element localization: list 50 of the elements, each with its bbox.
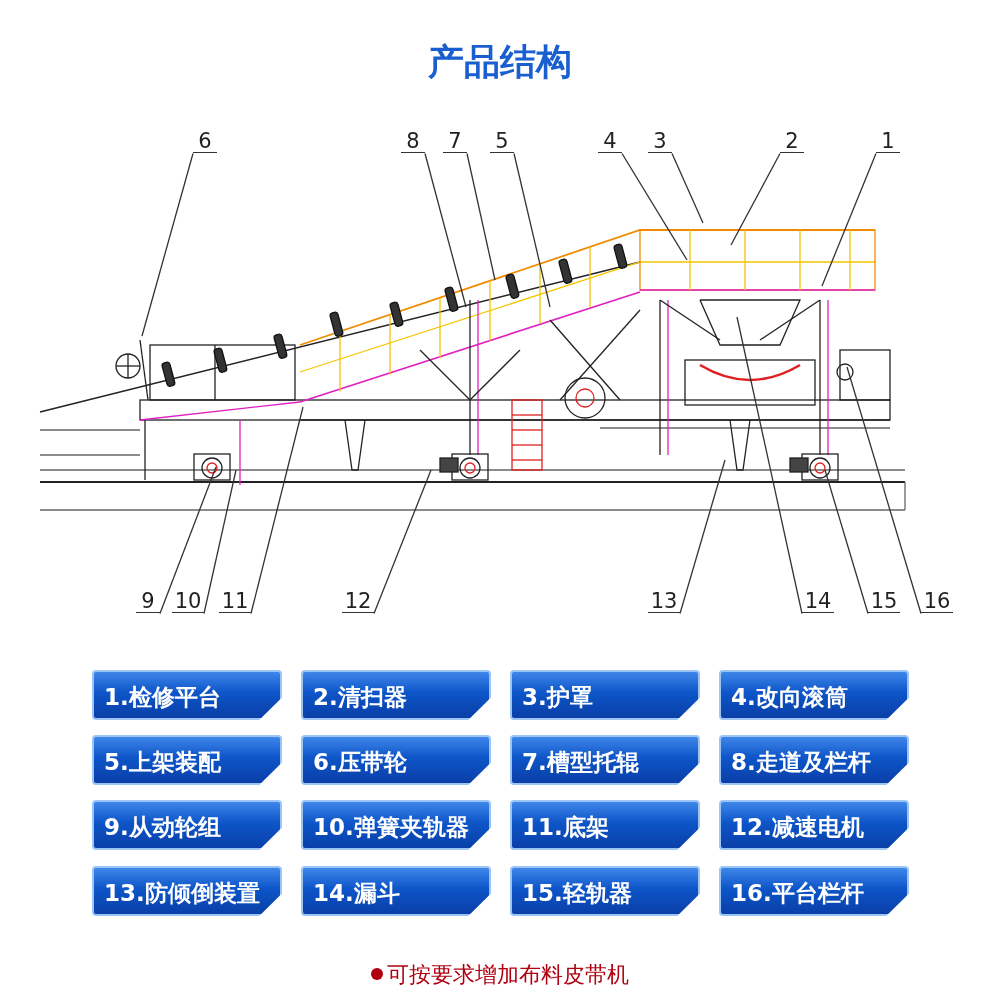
leader-line	[466, 152, 496, 281]
part-label-box: 5.上架装配	[92, 735, 282, 785]
callout-number: 10	[172, 590, 204, 613]
callout-number: 8	[401, 130, 425, 153]
leader-line	[821, 152, 877, 287]
leader-line	[621, 152, 688, 261]
title: 产品结构	[427, 40, 573, 84]
leader-line	[373, 469, 432, 615]
part-label-box: 3.护罩	[510, 670, 700, 720]
part-label-box: 4.改向滚筒	[719, 670, 909, 720]
leader-line	[679, 459, 726, 615]
callout-number: 15	[868, 590, 900, 613]
callout-number: 6	[193, 130, 217, 153]
leader-line	[513, 152, 551, 308]
leader-line	[730, 152, 781, 246]
part-label-box: 15.轻轨器	[510, 866, 700, 916]
part-label-box: 13.防倾倒装置	[92, 866, 282, 916]
callout-number: 7	[443, 130, 467, 153]
leader-line	[671, 152, 704, 224]
callout-number: 1	[876, 130, 900, 153]
leader-line	[424, 152, 467, 308]
leader-line	[824, 469, 869, 615]
leader-line	[159, 466, 217, 615]
leader-line	[141, 152, 194, 337]
callout-number: 4	[598, 130, 622, 153]
part-label-box: 2.清扫器	[301, 670, 491, 720]
part-label-box: 12.减速电机	[719, 800, 909, 850]
part-label-box: 7.槽型托辊	[510, 735, 700, 785]
caption: 可按要求增加布料皮带机	[387, 962, 629, 987]
callout-number: 9	[136, 590, 160, 613]
leader-line	[736, 316, 803, 615]
callout-number: 11	[219, 590, 251, 613]
part-label-box: 9.从动轮组	[92, 800, 282, 850]
part-label-box: 6.压带轮	[301, 735, 491, 785]
leader-line	[250, 406, 304, 615]
part-label-box: 16.平台栏杆	[719, 866, 909, 916]
callout-number: 12	[342, 590, 374, 613]
leader-line	[846, 366, 922, 615]
part-label-box: 11.底架	[510, 800, 700, 850]
callout-number: 13	[648, 590, 680, 613]
callout-number: 14	[802, 590, 834, 613]
callout-number: 16	[921, 590, 953, 613]
callout-number: 3	[648, 130, 672, 153]
callout-number: 2	[780, 130, 804, 153]
part-label-box: 1.检修平台	[92, 670, 282, 720]
part-label-box: 10.弹簧夹轨器	[301, 800, 491, 850]
callout-number: 5	[490, 130, 514, 153]
part-label-box: 8.走道及栏杆	[719, 735, 909, 785]
leader-line	[203, 469, 237, 615]
part-label-box: 14.漏斗	[301, 866, 491, 916]
